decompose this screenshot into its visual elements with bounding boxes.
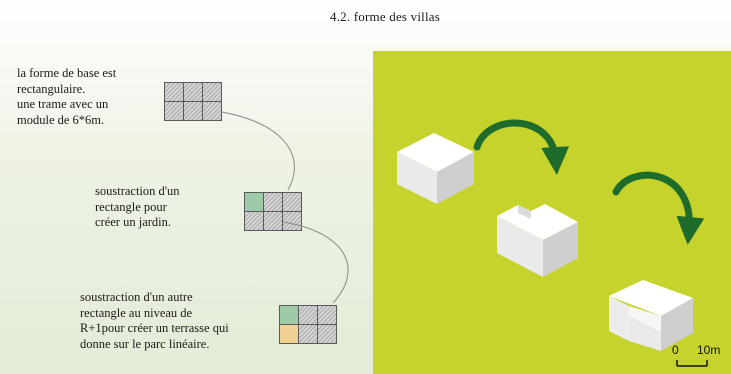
grid-cell-plain <box>318 325 336 343</box>
grid-cell-plain <box>245 212 263 230</box>
grid-module-icon-step-2 <box>244 192 302 231</box>
step-3-line-4: donne sur le parc linéaire. <box>80 336 210 351</box>
grid-cell-plain <box>165 83 183 101</box>
grid-cell-plain <box>165 102 183 120</box>
grid-module-icon-step-3 <box>279 305 337 344</box>
step-3-line-1: soustraction d'un autre <box>80 290 193 304</box>
grid-cell-plain <box>283 193 301 211</box>
grid-cell-plain <box>299 306 317 324</box>
scale-bar <box>676 360 708 367</box>
grid-module-icon-step-1 <box>164 82 222 121</box>
step-1-line-2: rectangulaire. <box>17 81 86 96</box>
villa-volume-base <box>397 133 474 204</box>
step-2-line-2: rectangle pour <box>95 199 167 214</box>
grid-cell-plain <box>203 83 221 101</box>
step-2-line-3: créer un jardin. <box>95 215 172 229</box>
grid-cell-plain <box>318 306 336 324</box>
step-connectors <box>221 111 349 304</box>
grid-cell-plain <box>264 193 282 211</box>
grid-cell-garden <box>280 306 298 324</box>
curved-arrow-icon-2 <box>612 171 705 245</box>
step-1-line-4: module de 6*6m. <box>17 112 105 127</box>
grid-cell-plain <box>184 83 202 101</box>
slide-title: 4.2. forme des villas <box>330 9 440 24</box>
grid-cell-terrace <box>280 325 298 343</box>
villa-volume-terrace-cut <box>609 280 693 351</box>
step-1-line-3: une trame avec un <box>17 97 109 111</box>
step-3-text: soustraction d'un autre rectangle au niv… <box>80 290 285 352</box>
scale-label-start: 0 <box>672 343 679 357</box>
grid-cell-plain <box>283 212 301 230</box>
step-2-line-1: soustraction d'un <box>95 184 180 198</box>
scale-label-end: 10m <box>697 343 721 357</box>
step-3-line-3: R+1pour créer un terrasse qui <box>80 321 229 335</box>
villa-volume-garden-cut <box>497 204 578 277</box>
grid-cell-plain <box>203 102 221 120</box>
curved-arrow-icon-1 <box>473 119 570 175</box>
grid-cell-plain <box>184 102 202 120</box>
grid-cell-plain <box>264 212 282 230</box>
grid-cell-garden <box>245 193 263 211</box>
step-1-text: la forme de base est rectangulaire. une … <box>17 66 167 128</box>
step-2-text: soustraction d'un rectangle pour créer u… <box>95 184 215 231</box>
step-1-line-1: la forme de base est <box>17 66 117 80</box>
site-plan <box>373 51 731 374</box>
massing-diagram <box>397 119 708 367</box>
grid-cell-plain <box>299 325 317 343</box>
step-3-line-2: rectangle au niveau de <box>80 305 193 320</box>
